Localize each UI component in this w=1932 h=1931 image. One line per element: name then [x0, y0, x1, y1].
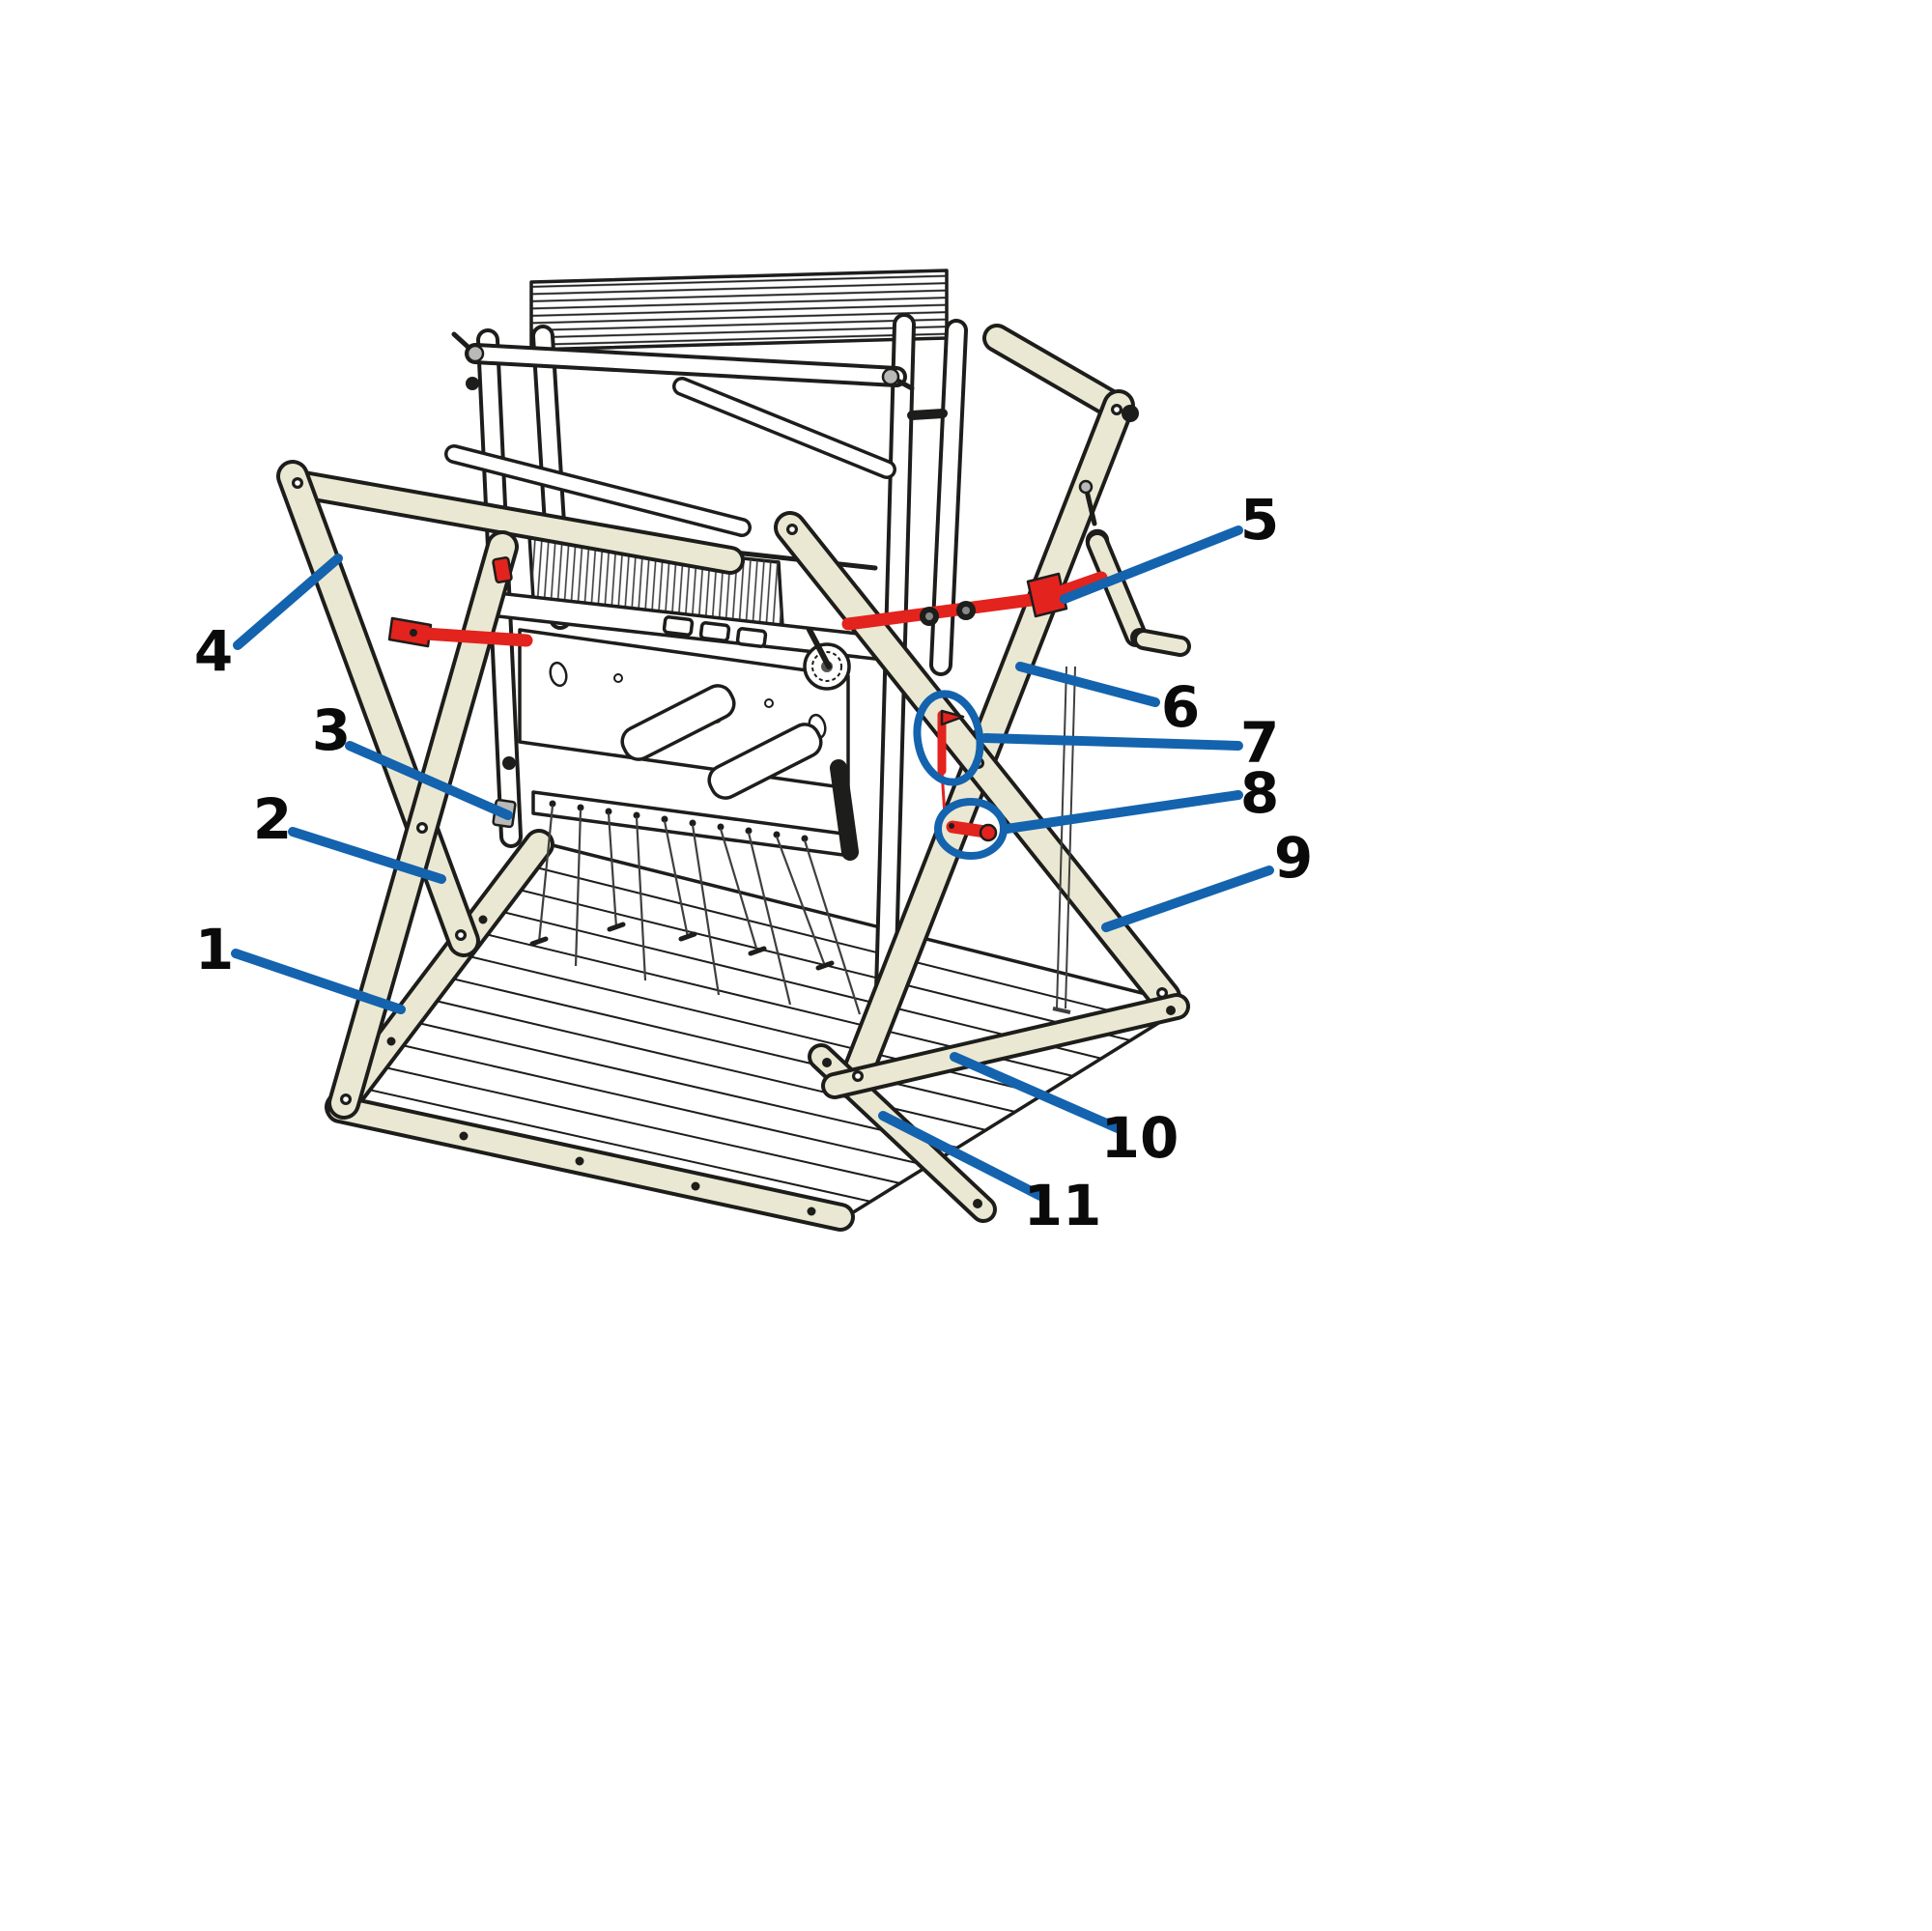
callout-label-7: 7 [1240, 710, 1279, 776]
pawl [807, 627, 832, 669]
leader-line-5 [1060, 525, 1243, 604]
left-stand-bolts [292, 477, 467, 1105]
right-clamp [881, 367, 900, 386]
shaft-stack-bars [531, 270, 947, 350]
leader-line-8 [1002, 790, 1243, 834]
lam-paddle [707, 723, 823, 800]
lam-paddle [620, 684, 736, 761]
crank-cord [1052, 666, 1076, 1014]
shelf-tab [662, 615, 695, 637]
loom-illustration [276, 269, 1191, 1232]
leader-line-1 [231, 949, 406, 1014]
leader-line-6 [1015, 662, 1160, 707]
ratchet-gear [803, 627, 851, 691]
red-pin-flag [940, 709, 965, 726]
shelf-tab [735, 627, 768, 648]
shelf-tab [698, 621, 731, 642]
panel-hole [764, 698, 774, 708]
leader-line-7 [980, 733, 1243, 751]
leader-line-3 [345, 741, 513, 820]
crank-hook [1078, 479, 1094, 495]
callout-label-9: 9 [1274, 825, 1313, 891]
panel-hole [613, 673, 623, 683]
strap-tail [1056, 571, 1108, 598]
callout-label-10: 10 [1101, 1105, 1179, 1171]
panel-slot [549, 661, 568, 688]
callout-label-8: 8 [1240, 760, 1279, 826]
platform-front-rail-face [329, 1098, 851, 1228]
callout-label-5: 5 [1240, 487, 1279, 553]
leader-line-4 [233, 554, 343, 650]
treadle-cords [537, 805, 862, 1015]
crank-assembly [1078, 479, 1191, 657]
cord-end-hooks [529, 922, 835, 971]
red-post-clamp [492, 556, 513, 583]
leader-line-9 [1101, 866, 1274, 932]
post-knob [466, 377, 479, 390]
strap-beam-wrap [1026, 572, 1068, 618]
callout-leaders [231, 525, 1274, 1201]
post-bolt [502, 756, 516, 770]
callout-label-6: 6 [1161, 674, 1200, 740]
callout-label-11: 11 [1024, 1173, 1102, 1238]
callout-labels: 1 2 3 4 5 6 7 8 9 10 11 [194, 487, 1313, 1238]
callout-label-3: 3 [312, 697, 351, 763]
tension-strap [387, 556, 1108, 648]
left-clamp [466, 344, 485, 363]
ratchet-handle [830, 759, 859, 861]
highlight-circle-7 [913, 690, 984, 786]
platform-left-rail-face [328, 833, 551, 1119]
callout-label-4: 4 [194, 618, 233, 684]
platform-screws [386, 915, 816, 1216]
callout-label-1: 1 [195, 917, 234, 982]
callout-label-2: 2 [253, 786, 292, 852]
strap-right-segment [841, 592, 1045, 631]
cord-hooks [549, 800, 809, 842]
red-pin-cap [979, 823, 998, 842]
leader-line-11 [878, 1111, 1045, 1201]
leader-line-2 [288, 827, 446, 884]
post-pin [907, 409, 948, 420]
leader-line-10 [950, 1052, 1122, 1133]
strap-left-segment [418, 627, 533, 647]
